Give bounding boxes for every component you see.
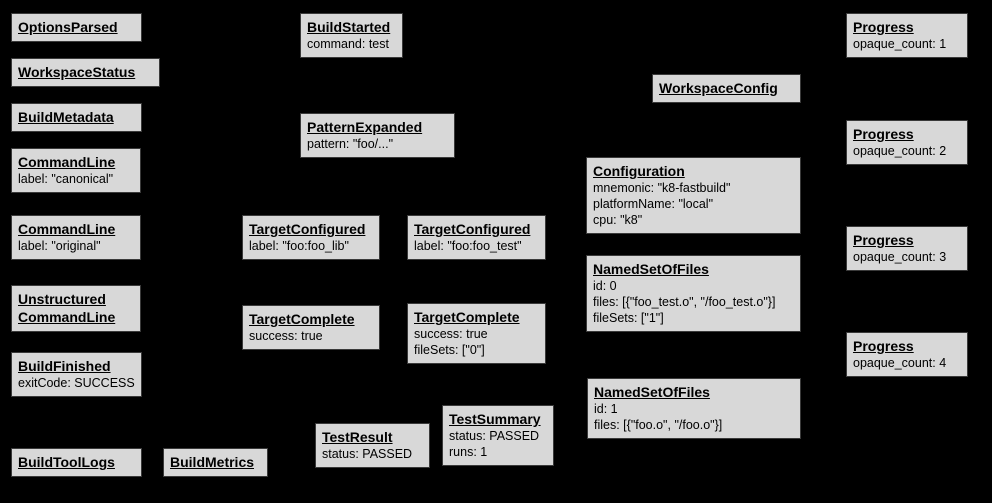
node-options-parsed: OptionsParsed xyxy=(11,13,142,42)
node-build-metrics: BuildMetrics xyxy=(163,448,268,477)
node-build-finished: BuildFinished exitCode: SUCCESS xyxy=(11,352,142,397)
node-title: Progress xyxy=(853,19,914,35)
node-title: TestSummary xyxy=(449,411,541,427)
node-detail: fileSets: ["0"] xyxy=(414,343,485,357)
node-detail: label: "original" xyxy=(18,239,101,253)
node-detail: label: "canonical" xyxy=(18,172,114,186)
node-title: WorkspaceConfig xyxy=(659,80,778,96)
node-detail: success: true xyxy=(414,327,488,341)
node-command-line-canonical: CommandLine label: "canonical" xyxy=(11,148,141,193)
node-detail: success: true xyxy=(249,329,323,343)
node-progress-1: Progress opaque_count: 1 xyxy=(846,13,968,58)
node-detail: exitCode: SUCCESS xyxy=(18,376,135,390)
node-detail: label: "foo:foo_test" xyxy=(414,239,522,253)
node-title: BuildStarted xyxy=(307,19,391,35)
node-detail: opaque_count: 4 xyxy=(853,356,947,370)
node-title: NamedSetOfFiles xyxy=(593,261,709,277)
node-target-configured-foo-test: TargetConfigured label: "foo:foo_test" xyxy=(407,215,546,260)
node-detail: opaque_count: 3 xyxy=(853,250,947,264)
node-title: Progress xyxy=(853,232,914,248)
node-detail: id: 0 xyxy=(593,279,617,293)
node-title: CommandLine xyxy=(18,154,116,170)
node-title: Progress xyxy=(853,126,914,142)
node-title: CommandLine xyxy=(18,221,116,237)
node-command-line-original: CommandLine label: "original" xyxy=(11,215,141,260)
node-build-tool-logs: BuildToolLogs xyxy=(11,448,142,477)
node-workspace-status: WorkspaceStatus xyxy=(11,58,160,87)
node-detail: mnemonic: "k8-fastbuild" xyxy=(593,181,731,195)
node-detail: cpu: "k8" xyxy=(593,213,643,227)
node-target-configured-foo-lib: TargetConfigured label: "foo:foo_lib" xyxy=(242,215,380,260)
node-title: BuildMetrics xyxy=(170,454,255,470)
node-title: TargetConfigured xyxy=(249,221,366,237)
node-title: Configuration xyxy=(593,163,685,179)
node-progress-3: Progress opaque_count: 3 xyxy=(846,226,968,271)
node-detail: status: PASSED xyxy=(449,429,540,443)
node-detail: platformName: "local" xyxy=(593,197,714,211)
node-detail: files: [{"foo_test.o", "/foo_test.o"}] xyxy=(593,295,776,309)
node-detail: fileSets: ["1"] xyxy=(593,311,664,325)
node-detail: opaque_count: 2 xyxy=(853,144,947,158)
node-detail: id: 1 xyxy=(594,402,618,416)
node-title: Progress xyxy=(853,338,914,354)
node-progress-4: Progress opaque_count: 4 xyxy=(846,332,968,377)
node-configuration: Configuration mnemonic: "k8-fastbuild" p… xyxy=(586,157,801,234)
node-title: BuildFinished xyxy=(18,358,111,374)
node-detail: runs: 1 xyxy=(449,445,488,459)
node-build-started: BuildStarted command: test xyxy=(300,13,403,58)
node-detail: pattern: "foo/..." xyxy=(307,137,394,151)
node-progress-2: Progress opaque_count: 2 xyxy=(846,120,968,165)
node-detail: files: [{"foo.o", "/foo.o"}] xyxy=(594,418,723,432)
node-title: Unstructured CommandLine xyxy=(18,291,116,325)
node-title: BuildMetadata xyxy=(18,109,114,125)
node-title: TargetComplete xyxy=(249,311,355,327)
node-detail: label: "foo:foo_lib" xyxy=(249,239,349,253)
node-detail: opaque_count: 1 xyxy=(853,37,947,51)
node-title: TestResult xyxy=(322,429,393,445)
node-detail: status: PASSED xyxy=(322,447,413,461)
node-title: OptionsParsed xyxy=(18,19,118,35)
node-title: TargetComplete xyxy=(414,309,520,325)
node-title: NamedSetOfFiles xyxy=(594,384,710,400)
node-target-complete-foo-test: TargetComplete success: true fileSets: [… xyxy=(407,303,546,364)
node-title: WorkspaceStatus xyxy=(18,64,136,80)
node-workspace-config: WorkspaceConfig xyxy=(652,74,801,103)
node-named-set-of-files-1: NamedSetOfFiles id: 1 files: [{"foo.o", … xyxy=(587,378,801,439)
node-build-metadata: BuildMetadata xyxy=(11,103,142,132)
node-test-result: TestResult status: PASSED xyxy=(315,423,430,468)
node-title: TargetConfigured xyxy=(414,221,531,237)
node-named-set-of-files-0: NamedSetOfFiles id: 0 files: [{"foo_test… xyxy=(586,255,801,332)
node-target-complete-foo-lib: TargetComplete success: true xyxy=(242,305,380,350)
node-title: BuildToolLogs xyxy=(18,454,115,470)
node-title: PatternExpanded xyxy=(307,119,423,135)
node-unstructured-command-line: Unstructured CommandLine xyxy=(11,285,141,332)
node-test-summary: TestSummary status: PASSED runs: 1 xyxy=(442,405,554,466)
node-detail: command: test xyxy=(307,37,389,51)
node-pattern-expanded: PatternExpanded pattern: "foo/..." xyxy=(300,113,455,158)
